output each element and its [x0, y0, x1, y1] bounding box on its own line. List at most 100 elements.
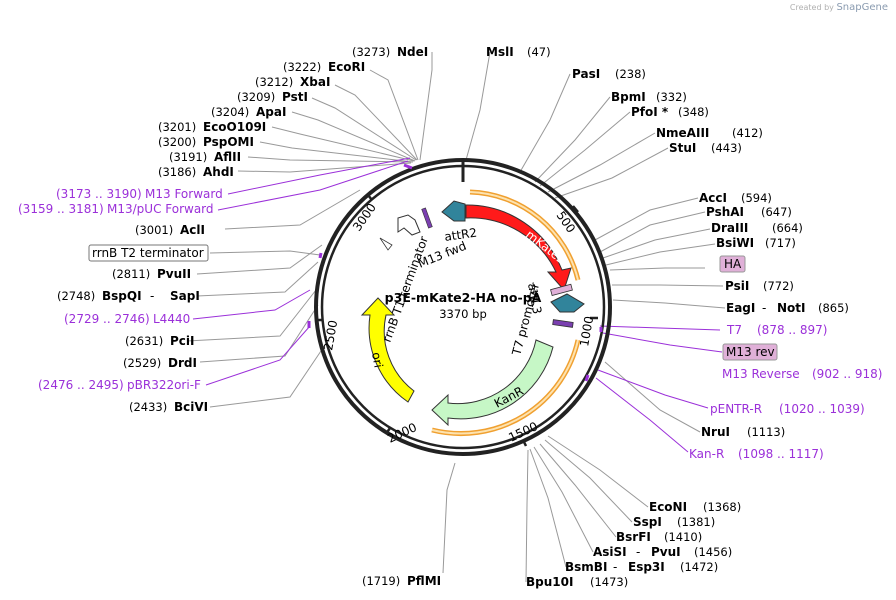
- enzyme-pos: (1473): [590, 575, 628, 589]
- enzyme-pos: (1113): [747, 425, 785, 439]
- orf-arc-kanr-inner: [431, 339, 579, 435]
- enzyme-name: PciI: [170, 334, 195, 348]
- primer-range: (902 .. 918): [812, 367, 882, 381]
- enzyme-pos: (3200): [158, 135, 196, 149]
- enzyme-name: NdeI: [397, 45, 428, 59]
- rrnb-t2-label[interactable]: rrnB T2 terminator: [92, 246, 204, 260]
- enzyme-name: AsiSI: [593, 545, 627, 559]
- feature-label-attr2: attR2: [443, 226, 477, 244]
- enzyme-name: AhdI: [203, 165, 234, 179]
- primer-name: pBR322ori-F: [127, 378, 201, 392]
- enzyme-pos: (1410): [664, 530, 702, 544]
- ha-label[interactable]: HA: [724, 257, 742, 271]
- enzyme-separator: -: [762, 301, 766, 315]
- primer-name: M13 Forward: [145, 187, 223, 201]
- enzyme-name: PfoI *: [631, 105, 669, 119]
- enzyme-pos: (772): [763, 279, 794, 293]
- enzyme-separator: -: [150, 289, 154, 303]
- enzyme-name: NmeAIII: [656, 126, 709, 140]
- enzyme-pos: (2433): [129, 400, 167, 414]
- enzyme-name: AccI: [699, 191, 727, 205]
- tick-label-1000: 1000: [577, 315, 596, 348]
- enzyme-pos: (3222): [283, 60, 321, 74]
- snapgene-branding: Created by SnapGene: [790, 2, 888, 13]
- enzyme-name: NruI: [701, 425, 730, 439]
- enzyme-pos: (3204): [211, 105, 249, 119]
- major-ticks: [315, 194, 598, 447]
- primer-labels: (3173 .. 3190) M13 Forward (3159 .. 3181…: [18, 187, 882, 461]
- enzyme-pos: (3273): [352, 45, 390, 59]
- ha-box: [719, 255, 746, 273]
- primer-name: M13 Reverse: [722, 367, 800, 381]
- enzyme-name: StuI: [669, 141, 696, 155]
- boxed-feature-labels: rrnB T2 terminator HA M13 rev: [88, 244, 778, 361]
- enzyme-name: EcoO109I: [203, 120, 266, 134]
- feature-label-attl3: attL3: [525, 282, 544, 315]
- enzyme-name: ApaI: [256, 105, 286, 119]
- feature-attr2-arrow[interactable]: [441, 200, 466, 222]
- primer-range: (2476 .. 2495): [38, 378, 124, 392]
- enzyme-name: SspI: [633, 515, 662, 529]
- primer-ring-marks: [307, 163, 603, 382]
- primer-name: L4440: [153, 312, 190, 326]
- enzyme-pos: (47): [527, 45, 551, 59]
- plasmid-name: p3E-mKate2-HA no-pA: [385, 290, 542, 305]
- tick-label-2500: 2500: [321, 319, 340, 352]
- enzyme-pos: (238): [615, 67, 646, 81]
- feature-label-mkate2: mKate2: [523, 227, 568, 267]
- created-by-text: Created by: [789, 3, 834, 12]
- feature-attl3-arrow[interactable]: [550, 293, 585, 313]
- enzyme-name: BsiWI: [716, 236, 754, 250]
- enzyme-pos: (594): [741, 191, 772, 205]
- enzyme-separator: -: [636, 545, 640, 559]
- enzyme-pos: (2529): [123, 356, 161, 370]
- primer-name: Kan-R: [689, 447, 724, 461]
- enzyme-labels-right: MslI (47) PasI (238) BpmI (332) PfoI * (…: [486, 45, 849, 589]
- enzyme-name: NotI: [777, 301, 806, 315]
- feature-t7-promoter-mark[interactable]: [552, 319, 574, 328]
- enzyme-pos: (2631): [125, 334, 163, 348]
- enzyme-name: PshAI: [706, 205, 744, 219]
- primer-range: (878 .. 897): [757, 323, 827, 337]
- enzyme-name: Esp3I: [628, 560, 665, 574]
- enzyme-name: BpmI: [611, 90, 646, 104]
- enzyme-name: PvuI: [651, 545, 681, 559]
- enzyme-pos: (1472): [680, 560, 718, 574]
- enzyme-pos: (3191): [169, 150, 207, 164]
- enzyme-name: MslI: [486, 45, 514, 59]
- enzyme-pos: (3212): [255, 75, 293, 89]
- feature-rrnb-t1-terminator-arrow[interactable]: [397, 214, 421, 236]
- feature-ha-mark[interactable]: [550, 283, 573, 296]
- primer-range: (2729 .. 2746): [64, 312, 150, 326]
- enzyme-pos: (332): [656, 90, 687, 104]
- feature-small-arrow: [379, 237, 393, 251]
- enzyme-name: Bpu10I: [526, 575, 573, 589]
- enzyme-name: BsrFI: [616, 530, 651, 544]
- enzyme-pos: (647): [761, 205, 792, 219]
- enzyme-pos: (3209): [237, 90, 275, 104]
- orf-arc-mkate2-inner: [469, 191, 579, 281]
- enzyme-pos: (3186): [158, 165, 196, 179]
- enzyme-pos: (3001): [135, 223, 173, 237]
- m13-rev-label[interactable]: M13 rev: [726, 345, 775, 359]
- enzyme-labels-left: (3273) NdeI (3222) EcoRI (3212) XbaI (32…: [57, 45, 441, 588]
- feature-label-ori: ori: [369, 351, 385, 369]
- rrnb-t2-box: [88, 244, 209, 262]
- enzyme-name: AflII: [214, 150, 241, 164]
- enzyme-pos: (1719): [362, 574, 400, 588]
- feature-m13-fwd-mark[interactable]: [421, 207, 433, 229]
- enzyme-name: DrdI: [168, 356, 197, 370]
- enzyme-pos: (717): [765, 236, 796, 250]
- primer-leader-lines: [192, 157, 723, 453]
- feature-ori-arrow[interactable]: [360, 297, 415, 403]
- enzyme-name: PstI: [282, 90, 308, 104]
- enzyme-pos: (865): [818, 301, 849, 315]
- enzyme-name: AclI: [180, 223, 205, 237]
- feature-kanr-arrow[interactable]: [431, 339, 554, 427]
- enzyme-name: EcoRI: [328, 60, 365, 74]
- primer-range: (1020 .. 1039): [779, 402, 865, 416]
- enzyme-pos: (348): [678, 105, 709, 119]
- enzyme-separator: -: [613, 560, 617, 574]
- enzyme-name: EcoNI: [649, 500, 687, 514]
